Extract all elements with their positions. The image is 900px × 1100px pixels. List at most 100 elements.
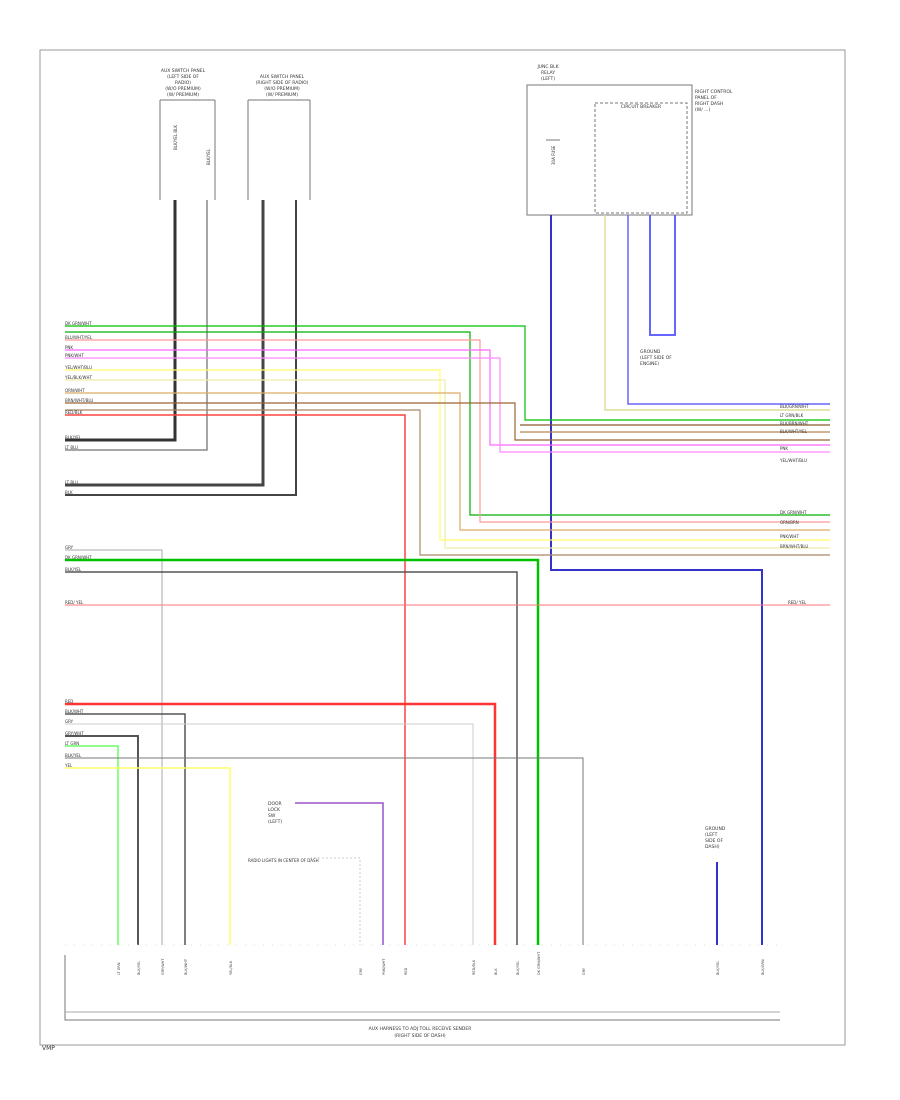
left-bus-labels: DK GRN/WHT BLU/WHT/YEL PNK PNK/WHT YEL/W…: [64, 321, 93, 415]
svg-text:(W/O PREMIUM): (W/O PREMIUM): [264, 86, 300, 92]
svg-text:PNK/WHT: PNK/WHT: [382, 958, 386, 975]
svg-text:GRY: GRY: [582, 967, 586, 975]
svg-text:GRY: GRY: [65, 545, 74, 550]
top-left-verticals: [65, 200, 297, 496]
svg-text:JUNC BLK: JUNC BLK: [536, 64, 559, 70]
svg-text:BRN/WHT/BLU: BRN/WHT/BLU: [780, 544, 808, 549]
svg-text:RED: RED: [404, 967, 408, 975]
svg-text:BLK/YEL: BLK/YEL: [516, 961, 520, 975]
svg-text:SIDE OF: SIDE OF: [705, 838, 723, 844]
ground-symbol-top: GROUND (LEFT SIDE OF ENGINE): [640, 349, 672, 367]
svg-text:(LEFT: (LEFT: [705, 832, 718, 838]
svg-text:BLK/WHT: BLK/WHT: [65, 709, 84, 714]
svg-text:GRY/WHT: GRY/WHT: [161, 958, 165, 975]
svg-text:LT GRN: LT GRN: [117, 962, 121, 975]
svg-text:30A FUSE: 30A FUSE: [551, 145, 556, 165]
junction-block-relay: JUNC BLK RELAY (LEFT) CIRCUIT BREAKER RI…: [526, 64, 733, 216]
corner-code: VMP: [42, 1045, 55, 1052]
bottom-connector: AUX HARNESS TO ADJ TOLL RECEIVE SENDER (…: [64, 944, 780, 1039]
mid-wires: [65, 549, 830, 945]
aux-switch-panel-right: AUX SWITCH PANEL (RIGHT SIDE OF RADIO) (…: [247, 74, 311, 200]
ground-symbol-lower: GROUND (LEFT SIDE OF DASH): [705, 826, 726, 850]
svg-text:SW: SW: [268, 813, 276, 819]
svg-text:ORN/WHT: ORN/WHT: [65, 388, 85, 393]
diagram-border: [39, 49, 846, 1046]
svg-text:DK GRN/WHT: DK GRN/WHT: [65, 321, 92, 326]
module-label-1: AUX HARNESS TO ADJ TOLL RECEIVE SENDER: [369, 1026, 472, 1032]
svg-text:BLK/YEL: BLK/YEL: [206, 148, 211, 165]
svg-text:(W/ ...): (W/ ...): [695, 107, 710, 113]
svg-text:RIGHT CONTROL: RIGHT CONTROL: [695, 89, 733, 95]
svg-text:GROUND: GROUND: [705, 826, 726, 832]
svg-text:BLK/YEL: BLK/YEL: [65, 567, 82, 572]
svg-text:RED/BLK: RED/BLK: [65, 410, 83, 415]
svg-text:(W/ PREMIUM): (W/ PREMIUM): [266, 92, 298, 98]
svg-text:LT GRN: LT GRN: [65, 741, 79, 746]
aux-switch-panel-left: AUX SWITCH PANEL (LEFT SIDE OF RADIO) (W…: [159, 68, 216, 200]
svg-text:LT GRN/BLK: LT GRN/BLK: [780, 413, 804, 418]
svg-text:PNK/WHT: PNK/WHT: [65, 353, 84, 358]
lower-left-labels: RED BLK/WHT GRY GRY/WHT LT GRN BLK/YEL Y…: [64, 699, 84, 768]
svg-text:PANEL OF: PANEL OF: [695, 95, 717, 101]
svg-text:(LEFT): (LEFT): [268, 819, 282, 825]
svg-text:YEL/WHT/BLU: YEL/WHT/BLU: [64, 365, 92, 370]
mid-left-labels: GRY DK GRN/WHT BLK/YEL RED/ YEL RED/ YEL: [65, 545, 807, 605]
horizontal-bus: [65, 325, 830, 945]
svg-text:YEL/BLK/WHT: YEL/BLK/WHT: [64, 375, 92, 380]
top-right-verticals: [550, 215, 830, 945]
svg-text:(LEFT SIDE OF: (LEFT SIDE OF: [640, 355, 672, 361]
svg-text:PNK: PNK: [65, 345, 73, 350]
svg-text:(W/O PREMIUM): (W/O PREMIUM): [165, 86, 201, 92]
svg-text:RED/ YEL: RED/ YEL: [788, 600, 807, 605]
svg-text:YEL/BLK: YEL/BLK: [229, 960, 233, 975]
svg-text:LT BLU: LT BLU: [65, 445, 78, 450]
lower-wires: [65, 702, 718, 945]
svg-text:GROUND: GROUND: [640, 349, 661, 355]
right-labels-2: DK GRN/WHT ORN/BRN PNK/WHT BRN/WHT/BLU: [780, 510, 808, 549]
radio-lights-note: RADIO LIGHTS IN CENTER OF DASH: [248, 858, 319, 863]
svg-text:DOOR: DOOR: [268, 801, 282, 807]
svg-text:GRY/WHT: GRY/WHT: [65, 731, 84, 736]
door-lock-switch: DOOR LOCK SW (LEFT): [268, 801, 282, 825]
svg-text:DK GRN/WHT: DK GRN/WHT: [65, 555, 92, 560]
svg-text:BLK/WHT/YEL: BLK/WHT/YEL: [780, 429, 808, 434]
svg-text:BLK: BLK: [494, 968, 498, 975]
svg-text:BLK/YEL BLK: BLK/YEL BLK: [173, 125, 178, 150]
svg-text:GRY: GRY: [65, 719, 74, 724]
module-label-2: (RIGHT SIDE OF DASH): [394, 1033, 445, 1039]
svg-text:RED: RED: [65, 699, 73, 704]
svg-text:BLK/BRN/WHT: BLK/BRN/WHT: [780, 421, 809, 426]
svg-text:(LEFT): (LEFT): [541, 76, 555, 82]
svg-text:RED/ YEL: RED/ YEL: [65, 600, 84, 605]
svg-text:BLK/GRN: BLK/GRN: [761, 959, 765, 975]
svg-text:BLK: BLK: [65, 490, 73, 495]
svg-text:(LEFT SIDE OF: (LEFT SIDE OF: [167, 74, 199, 80]
svg-text:DK GRN/WHT: DK GRN/WHT: [537, 951, 541, 975]
svg-text:RELAY: RELAY: [541, 70, 555, 76]
svg-text:BRN/WHT/BLU: BRN/WHT/BLU: [65, 398, 93, 403]
svg-text:BLK/WHT: BLK/WHT: [184, 958, 188, 975]
svg-text:BLK/GRN/WHT: BLK/GRN/WHT: [780, 404, 809, 409]
left-upper-labels: BLK/YEL LT BLU LT BLU BLK: [65, 435, 82, 495]
svg-text:BLK/YEL: BLK/YEL: [137, 961, 141, 975]
svg-text:LT BLU: LT BLU: [65, 480, 78, 485]
svg-text:GRY: GRY: [359, 967, 363, 975]
circuit-breaker-label: CIRCUIT BREAKER: [621, 104, 661, 110]
svg-text:DASH): DASH): [705, 844, 720, 850]
svg-text:RIGHT DASH: RIGHT DASH: [695, 101, 723, 107]
svg-text:BLK/YEL: BLK/YEL: [65, 753, 82, 758]
svg-text:DK GRN/WHT: DK GRN/WHT: [780, 510, 807, 515]
svg-text:PNK/WHT: PNK/WHT: [780, 534, 799, 539]
svg-text:AUX SWITCH PANEL: AUX SWITCH PANEL: [161, 68, 206, 74]
svg-text:YEL/WHT/BLU: YEL/WHT/BLU: [779, 458, 807, 463]
svg-text:BLK/YEL: BLK/YEL: [65, 435, 82, 440]
pin-labels: LT GRN BLK/YEL GRY/WHT BLK/WHT YEL/BLK G…: [117, 951, 765, 975]
svg-text:BLK/YEL: BLK/YEL: [716, 961, 720, 975]
svg-text:PNK: PNK: [780, 446, 788, 451]
svg-text:LOCK: LOCK: [268, 807, 281, 813]
svg-text:RED/BLK: RED/BLK: [472, 959, 476, 975]
svg-text:YEL: YEL: [64, 763, 73, 768]
svg-text:(RIGHT SIDE OF RADIO): (RIGHT SIDE OF RADIO): [256, 80, 309, 86]
svg-text:BLU/WHT/YEL: BLU/WHT/YEL: [65, 335, 93, 340]
svg-text:ENGINE): ENGINE): [640, 361, 659, 367]
